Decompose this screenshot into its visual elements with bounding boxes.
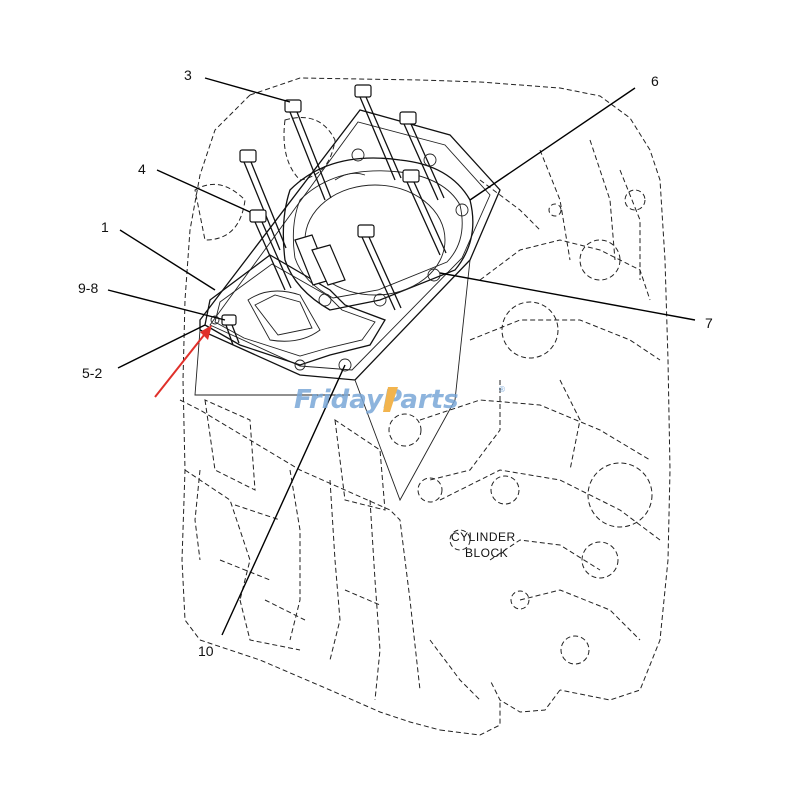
leader-3 <box>204 77 291 103</box>
bolt <box>399 111 445 201</box>
bolt <box>249 209 292 291</box>
gasket-holes <box>210 148 469 372</box>
leader-7 <box>439 272 696 321</box>
bolt <box>239 149 287 251</box>
leader-10 <box>221 364 346 636</box>
bolt <box>284 99 332 201</box>
leader-1 <box>119 229 216 291</box>
bolt <box>357 224 402 311</box>
watermark-registered: ® <box>498 385 506 394</box>
callout-6: 6 <box>651 73 659 89</box>
callout-labels: 3 6 4 1 9-8 5-2 7 10 <box>78 67 713 659</box>
watermark-logo: FridayParts ® <box>294 385 506 415</box>
cover-plate <box>204 254 386 366</box>
callout-3: 3 <box>184 67 192 83</box>
block-label-line1: CYLINDER <box>451 530 516 544</box>
bolt <box>402 169 447 256</box>
leader-52 <box>117 324 206 369</box>
callout-4: 4 <box>138 161 146 177</box>
watermark-part1: Friday <box>294 385 384 415</box>
callout-9-8: 9-8 <box>78 280 98 296</box>
highlight-arrow <box>154 325 212 398</box>
sleeve <box>294 234 346 286</box>
leader-lines <box>107 77 696 636</box>
watermark-accent <box>383 387 398 412</box>
leader-6 <box>469 87 636 201</box>
callout-7: 7 <box>705 315 713 331</box>
callout-10: 10 <box>198 643 214 659</box>
leader-98 <box>107 289 226 321</box>
bolt <box>354 84 402 181</box>
svg-text:FridayParts: FridayParts <box>294 385 459 415</box>
block-deck <box>194 109 501 502</box>
block-label-line2: BLOCK <box>465 546 508 560</box>
leader-4 <box>156 169 251 213</box>
callout-5-2: 5-2 <box>82 365 102 381</box>
callout-1: 1 <box>101 219 109 235</box>
cylinder-block-label: CYLINDER BLOCK <box>451 530 516 560</box>
cylinder-block-outline <box>179 77 671 736</box>
bolts <box>221 84 447 346</box>
small-bolt <box>221 314 240 346</box>
